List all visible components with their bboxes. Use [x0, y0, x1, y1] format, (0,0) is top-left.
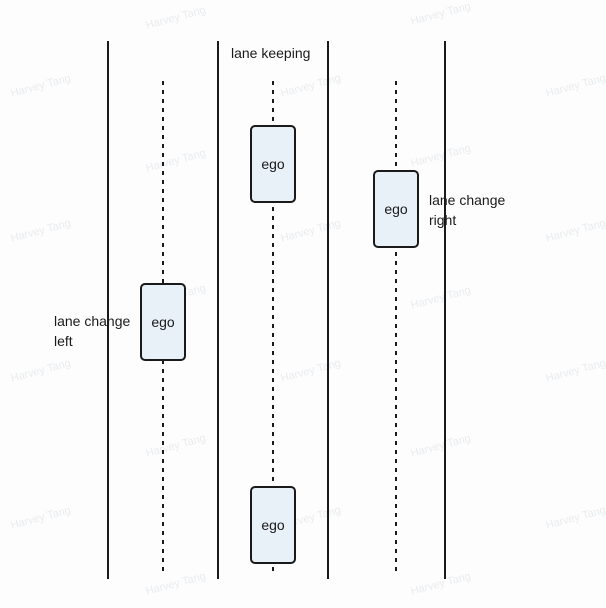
road-edge-line: [444, 41, 446, 579]
lane-change-right-label-line1: lane change: [429, 192, 506, 208]
road-edge-line: [107, 41, 109, 579]
lane-change-right-label-line2: right: [429, 212, 457, 228]
ego-vehicle-lane-keeping-bottom: ego: [250, 486, 296, 564]
lane-keeping-label: lane keeping: [231, 45, 311, 61]
ego-vehicle-lane-change-right: ego: [373, 170, 419, 248]
lane-change-left-label-line1: lane change: [54, 313, 131, 329]
lane-boundary-line: [327, 41, 329, 579]
ego-vehicle-lane-change-left: ego: [140, 283, 186, 361]
lane-change-right-label: lane change right: [429, 190, 505, 230]
lane-change-left-label: lane change left: [54, 311, 130, 351]
lane-change-left-label-line2: left: [54, 333, 73, 349]
lane-boundary-line: [217, 41, 219, 579]
ego-vehicle-lane-keeping-top: ego: [250, 125, 296, 203]
